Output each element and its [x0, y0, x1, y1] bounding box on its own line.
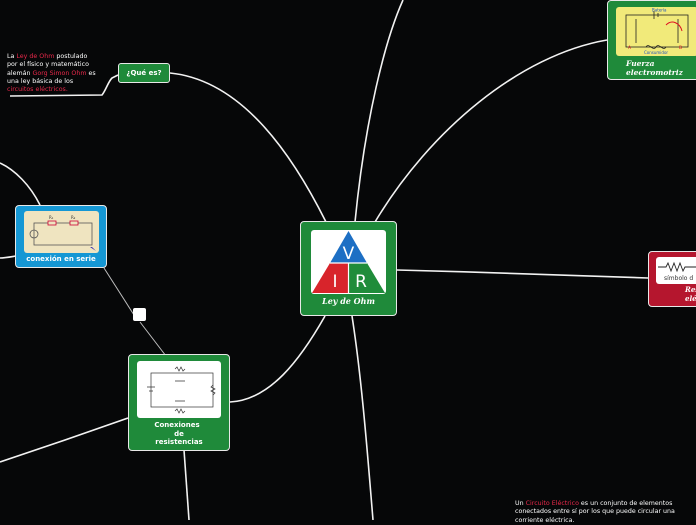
fuerza-label: Fuerza electromotriz — [626, 59, 683, 77]
link-central-queEs — [169, 72, 327, 223]
resistor-symbol-icon: símbolo d — [658, 261, 696, 282]
serie-r2: R₂ — [71, 215, 76, 220]
resist-label-2: elé — [685, 294, 696, 303]
collapse-handle[interactable] — [133, 308, 146, 321]
resistor-network-icon — [147, 366, 216, 414]
triangle-i: I — [332, 272, 337, 292]
link-central-fuerza — [374, 39, 608, 223]
central-node-ley-de-ohm[interactable]: V I R Ley de Ohm — [300, 221, 397, 316]
note-ley-de-ohm: La Ley de Ohm postulado por el físico y … — [7, 53, 96, 94]
link-central-bottom — [351, 315, 374, 520]
series-circuit-icon: R₁ R₂ — [29, 215, 96, 251]
triangle-v: V — [343, 244, 355, 264]
ohm-triangle-icon: V I R — [312, 231, 385, 293]
serie-label: conexión en serie — [26, 255, 96, 263]
resistencia-electrica-node[interactable]: símbolo d Res elé — [648, 251, 696, 307]
ohm-triangle-image: V I R — [311, 230, 386, 294]
link-conexiones-bottom — [183, 449, 190, 520]
resistor-network-image — [137, 361, 221, 418]
resist-label-1: Res — [685, 285, 696, 294]
point-a: A — [628, 45, 632, 51]
link-central-resist — [396, 269, 649, 279]
link-serie-topleft — [0, 162, 41, 206]
conexiones-resistencias-node[interactable]: Conexiones de resistencias — [128, 354, 230, 451]
link-central-top — [354, 0, 404, 223]
point-b: B — [679, 45, 682, 51]
conexiones-label-2: de — [174, 430, 184, 438]
resist-caption: símbolo d — [664, 275, 693, 282]
battery-circuit-icon: Batería Consumidor A B — [625, 8, 689, 55]
central-title: Ley de Ohm — [322, 296, 375, 306]
link-central-conexiones — [229, 315, 326, 403]
cons-label: Consumidor — [644, 50, 668, 55]
battery-circuit-image: Batería Consumidor A B — [616, 7, 696, 56]
conexion-en-serie-node[interactable]: R₁ R₂ conexión en serie — [15, 205, 107, 268]
triangle-r: R — [355, 272, 367, 292]
conexiones-label-3: resistencias — [155, 438, 203, 446]
note-circuito-electrico: Un Circuito Eléctrico es un conjunto de … — [515, 500, 675, 524]
que-es-label: ¿Qué es? — [126, 69, 162, 77]
link-serie-conexiones — [103, 267, 167, 357]
fuerza-electromotriz-node[interactable]: Batería Consumidor A B Fuerza electromot… — [607, 0, 696, 80]
que-es-node[interactable]: ¿Qué es? — [118, 63, 170, 83]
link-conexiones-left — [0, 417, 129, 463]
series-circuit-image: R₁ R₂ — [24, 211, 99, 253]
link-serie-left — [0, 255, 17, 259]
link-queEs-note — [9, 74, 119, 97]
resistor-symbol-image: símbolo d — [656, 257, 696, 284]
bat-label: Batería — [652, 8, 667, 13]
serie-r1: R₁ — [49, 215, 54, 220]
conexiones-label-1: Conexiones — [154, 421, 200, 429]
